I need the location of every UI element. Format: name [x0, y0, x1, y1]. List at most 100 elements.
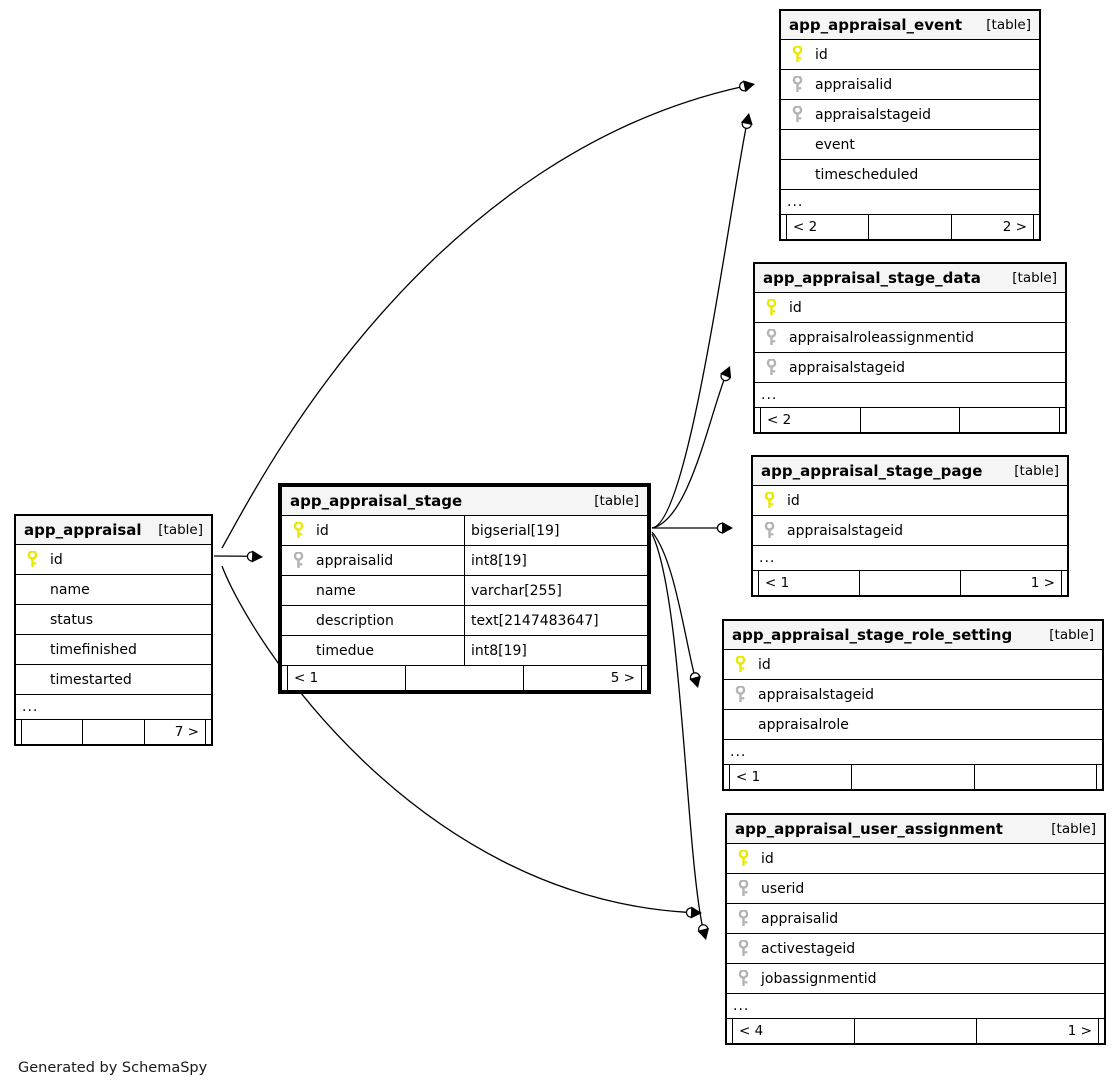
relationship-edge	[651, 365, 732, 529]
column-row[interactable]: jobassignmentid	[726, 963, 1105, 994]
column-name-cell: name	[281, 575, 465, 606]
column-name-cell: timescheduled	[780, 159, 1040, 190]
column-label: description	[316, 612, 394, 629]
crowsfoot-marker	[743, 80, 755, 93]
generated-by-note: Generated by SchemaSpy	[18, 1060, 208, 1076]
column-name-cell: id	[15, 544, 212, 575]
column-label: status	[50, 611, 94, 628]
column-label: timedue	[316, 642, 375, 659]
foreign-key-icon	[733, 970, 753, 987]
table-node-app-appraisal-stage-role-setting[interactable]: app_appraisal_stage_role_setting[table]i…	[722, 619, 1104, 791]
column-row[interactable]: name	[15, 574, 212, 605]
footer-middle-cell	[859, 570, 961, 596]
column-row[interactable]: appraisalid int8[19]	[281, 545, 648, 576]
column-name-cell: appraisalid	[726, 903, 1105, 934]
relations-in-count: < 2	[760, 407, 861, 433]
primary-key-icon	[288, 522, 308, 539]
column-name-cell: status	[15, 604, 212, 635]
more-columns-ellipsis: ...	[726, 993, 1105, 1019]
column-type-cell: text[2147483647]	[464, 605, 648, 636]
zero-circle-marker	[741, 118, 753, 130]
column-row[interactable]: id	[752, 485, 1068, 516]
column-row[interactable]: appraisalroleassignmentid	[754, 322, 1066, 353]
column-label: id	[789, 299, 802, 316]
column-row[interactable]: appraisalrole	[723, 709, 1103, 740]
table-title: app_appraisal	[24, 521, 142, 539]
column-label: name	[50, 581, 90, 598]
crowsfoot-marker	[689, 675, 701, 688]
column-row[interactable]: appraisalid	[726, 903, 1105, 934]
more-columns-ellipsis: ...	[780, 189, 1040, 215]
column-label: appraisalid	[316, 552, 394, 569]
relationship-edge	[651, 112, 753, 529]
table-header: app_appraisal[table]	[15, 515, 212, 545]
column-row[interactable]: appraisalstageid	[723, 679, 1103, 710]
column-name-cell: appraisalrole	[723, 709, 1103, 740]
column-row[interactable]: timestarted	[15, 664, 212, 695]
column-type-cell: int8[19]	[464, 545, 648, 576]
table-node-app-appraisal[interactable]: app_appraisal[table]id name status timefini…	[14, 514, 213, 746]
crowsfoot-marker	[251, 550, 263, 563]
column-row[interactable]: id	[754, 292, 1066, 323]
column-row[interactable]: status	[15, 604, 212, 635]
column-type-cell: int8[19]	[464, 635, 648, 666]
relations-out-count	[973, 764, 1098, 790]
crowsfoot-marker	[722, 522, 733, 534]
column-label: appraisalid	[761, 910, 839, 927]
zero-circle-marker	[720, 370, 731, 382]
column-row[interactable]: appraisalstageid	[754, 352, 1066, 383]
column-row[interactable]: description text[2147483647]	[281, 605, 648, 636]
relations-in-count: < 4	[732, 1018, 855, 1044]
column-name-cell: id	[780, 39, 1040, 70]
footer-middle-cell	[851, 764, 975, 790]
foreign-key-icon	[733, 880, 753, 897]
column-row[interactable]: id	[780, 39, 1040, 70]
column-name-cell: appraisalid	[780, 69, 1040, 100]
column-row[interactable]: timefinished	[15, 634, 212, 665]
column-row[interactable]: event	[780, 129, 1040, 160]
column-name-cell: userid	[726, 873, 1105, 904]
foreign-key-icon	[733, 910, 753, 927]
crowsfoot-marker	[690, 906, 702, 919]
column-name-cell: id	[752, 485, 1068, 516]
table-header: app_appraisal_stage[table]	[281, 486, 648, 516]
column-row[interactable]: timescheduled	[780, 159, 1040, 190]
foreign-key-icon	[759, 522, 779, 539]
more-columns-ellipsis: ...	[754, 382, 1066, 408]
crowsfoot-marker	[697, 927, 710, 940]
table-title: app_appraisal_event	[789, 16, 963, 34]
footer-middle-cell	[82, 719, 145, 745]
table-footer: < 1	[723, 764, 1103, 790]
relations-out-count: 1 >	[976, 1018, 1099, 1044]
column-row[interactable]: appraisalstageid	[752, 515, 1068, 546]
column-name-cell: activestageid	[726, 933, 1105, 964]
relations-in-count: < 2	[785, 214, 870, 240]
primary-key-icon	[761, 299, 781, 316]
column-row[interactable]: id	[723, 649, 1103, 680]
column-row[interactable]: appraisalstageid	[780, 99, 1040, 130]
zero-circle-marker	[716, 522, 728, 534]
column-row[interactable]: appraisalid	[780, 69, 1040, 100]
table-type-tag: [table]	[1014, 463, 1059, 479]
column-label: timefinished	[50, 641, 137, 658]
column-label: appraisalstageid	[815, 106, 931, 123]
relations-in-count: < 1	[287, 665, 406, 691]
column-row[interactable]: activestageid	[726, 933, 1105, 964]
column-row[interactable]: timedue int8[19]	[281, 635, 648, 666]
table-title: app_appraisal_stage_page	[761, 462, 983, 480]
column-row[interactable]: id	[726, 843, 1105, 874]
column-row[interactable]: id	[15, 544, 212, 575]
column-row[interactable]: userid	[726, 873, 1105, 904]
footer-middle-cell	[854, 1018, 977, 1044]
more-columns-ellipsis: ...	[15, 694, 212, 720]
foreign-key-icon	[787, 106, 807, 123]
column-label: id	[50, 551, 63, 568]
